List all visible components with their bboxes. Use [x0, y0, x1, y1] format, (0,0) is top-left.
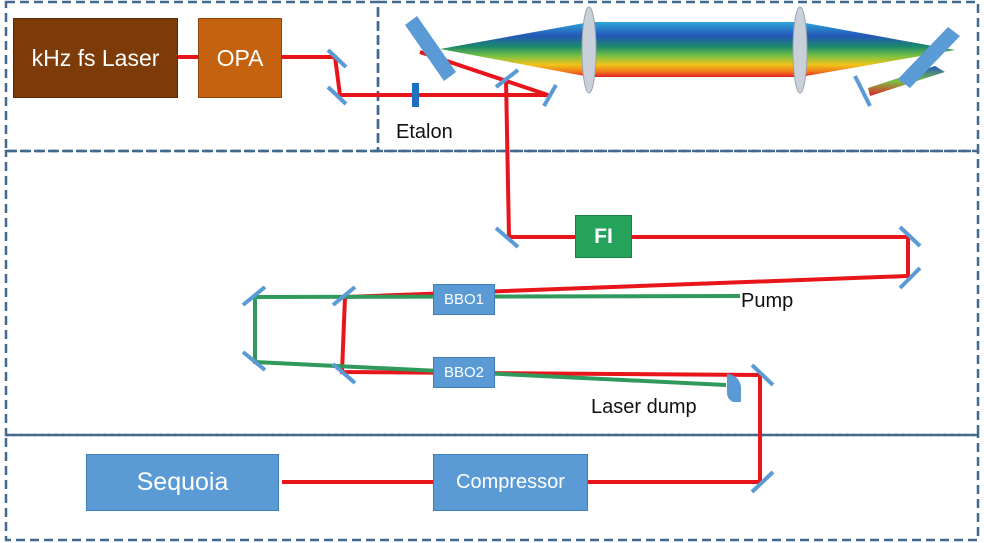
compressor-label: Compressor [456, 471, 565, 493]
section-frames [4, 0, 980, 542]
frame-bottom [4, 433, 980, 542]
mirror-icon [898, 266, 922, 290]
mirror-icon [542, 84, 558, 107]
etalon-icon [412, 83, 419, 107]
mirrors [241, 48, 922, 494]
mirror-icon [241, 350, 267, 372]
mirror-icon [331, 362, 357, 385]
beam-pickoff-down [282, 78, 910, 484]
mirror-icon [241, 285, 267, 307]
mirror-icon [326, 85, 348, 106]
lens-icon [792, 6, 808, 94]
spectrum-fan [440, 22, 955, 77]
grating-icon [898, 27, 960, 88]
mirror-icon [494, 68, 520, 89]
bbo1-box: BBO1 [433, 284, 495, 315]
mirror-icon [331, 285, 357, 307]
sequoia-label: Sequoia [136, 468, 229, 496]
bbo2-box: BBO2 [433, 357, 495, 388]
frame-top-right [376, 0, 980, 153]
bbo1-label: BBO1 [443, 291, 485, 308]
etalon-label: Etalon [396, 121, 453, 143]
faraday-isolator-box: FI [575, 215, 632, 258]
lenses [581, 6, 808, 94]
compressor-box: Compressor [433, 454, 588, 511]
gratings [405, 16, 960, 88]
sequoia-box: Sequoia [86, 454, 279, 511]
laser-label: kHz fs Laser [31, 44, 160, 71]
pump-label: Pump [741, 290, 794, 312]
mirror-icon [853, 75, 872, 107]
mirror-icon [750, 470, 775, 494]
opa-box: OPA [198, 18, 282, 98]
bbo2-label: BBO2 [443, 364, 485, 381]
mirror-icon [326, 48, 348, 69]
mirror-icon [898, 225, 922, 248]
mirror-icon [494, 226, 520, 249]
beam-dump-icon [726, 374, 741, 402]
fi-label: FI [594, 224, 613, 248]
grating-icon [405, 16, 456, 81]
red-beam-path [178, 50, 910, 484]
frame-middle [4, 149, 980, 437]
opa-label: OPA [216, 44, 264, 71]
laser-box: kHz fs Laser [13, 18, 178, 98]
laser-dump-label: Laser dump [591, 396, 697, 418]
mirror-icon [750, 363, 775, 387]
lens-icon [581, 6, 597, 94]
